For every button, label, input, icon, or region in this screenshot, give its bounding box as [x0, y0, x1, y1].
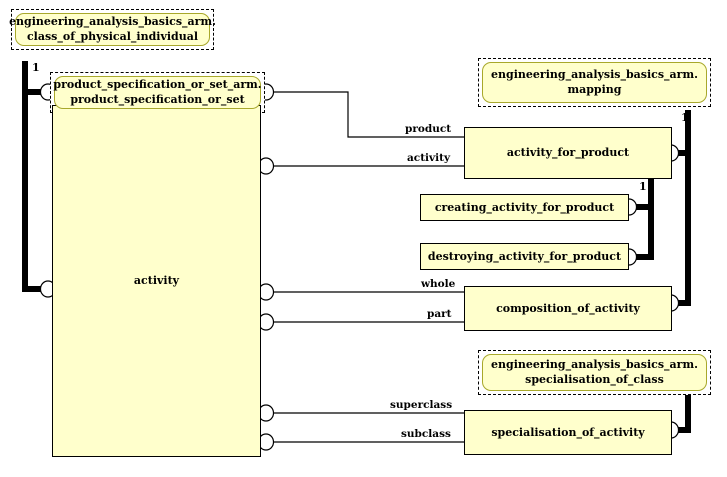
cardinality-label-activity-for-product: 1 — [639, 180, 647, 193]
entity-composition-of-activity[interactable]: composition_of_activity — [464, 286, 672, 331]
external-node-class-of-physical-individual[interactable]: engineering_analysis_basics_arm. class_o… — [9, 13, 216, 46]
external-node-product-specification-or-set[interactable]: product_specification_or_set_arm. produc… — [53, 76, 262, 109]
attribute-label-part: part — [427, 308, 452, 320]
external-node-line2: product_specification_or_set — [70, 92, 245, 106]
thick-line-class-of-physical-individual — [22, 61, 44, 292]
attribute-label-whole: whole — [421, 278, 456, 290]
external-node-line2: mapping — [567, 82, 622, 96]
external-node-line1: engineering_analysis_basics_arm. — [491, 358, 698, 372]
entity-label: destroying_activity_for_product — [427, 249, 622, 263]
entity-label: creating_activity_for_product — [434, 200, 615, 214]
cardinality-label-left: 1 — [32, 61, 40, 74]
attribute-label-activity: activity — [407, 152, 451, 164]
external-node-line2: specialisation_of_class — [525, 372, 664, 386]
attribute-label-superclass: superclass — [390, 399, 453, 411]
external-node-line2: class_of_physical_individual — [26, 29, 199, 43]
attribute-label-subclass: subclass — [401, 428, 451, 440]
entity-label: composition_of_activity — [496, 301, 640, 315]
entity-creating-activity-for-product[interactable]: creating_activity_for_product — [420, 194, 629, 221]
thick-line-specialisation-of-class — [672, 392, 691, 433]
cardinality-label-mapping: 1 — [681, 111, 689, 124]
entity-label: specialisation_of_activity — [491, 425, 645, 439]
external-node-specialisation-of-class[interactable]: engineering_analysis_basics_arm. special… — [482, 354, 707, 391]
entity-specialisation-of-activity[interactable]: specialisation_of_activity — [464, 410, 672, 455]
thick-line-mapping — [672, 110, 691, 306]
entity-label: activity_for_product — [506, 146, 630, 160]
thick-line-activity-for-product — [636, 179, 654, 260]
edge-product — [272, 91, 464, 138]
external-node-line1: engineering_analysis_basics_arm. — [491, 68, 698, 82]
entity-activity[interactable]: activity — [52, 105, 261, 457]
external-node-line1: product_specification_or_set_arm. — [53, 78, 262, 92]
attribute-label-product: product — [405, 123, 452, 135]
entity-label: activity — [133, 274, 180, 288]
entity-activity-for-product[interactable]: activity_for_product — [464, 127, 672, 179]
external-node-line1: engineering_analysis_basics_arm. — [9, 15, 216, 29]
external-node-mapping[interactable]: engineering_analysis_basics_arm. mapping — [482, 62, 707, 103]
entity-destroying-activity-for-product[interactable]: destroying_activity_for_product — [420, 243, 629, 270]
